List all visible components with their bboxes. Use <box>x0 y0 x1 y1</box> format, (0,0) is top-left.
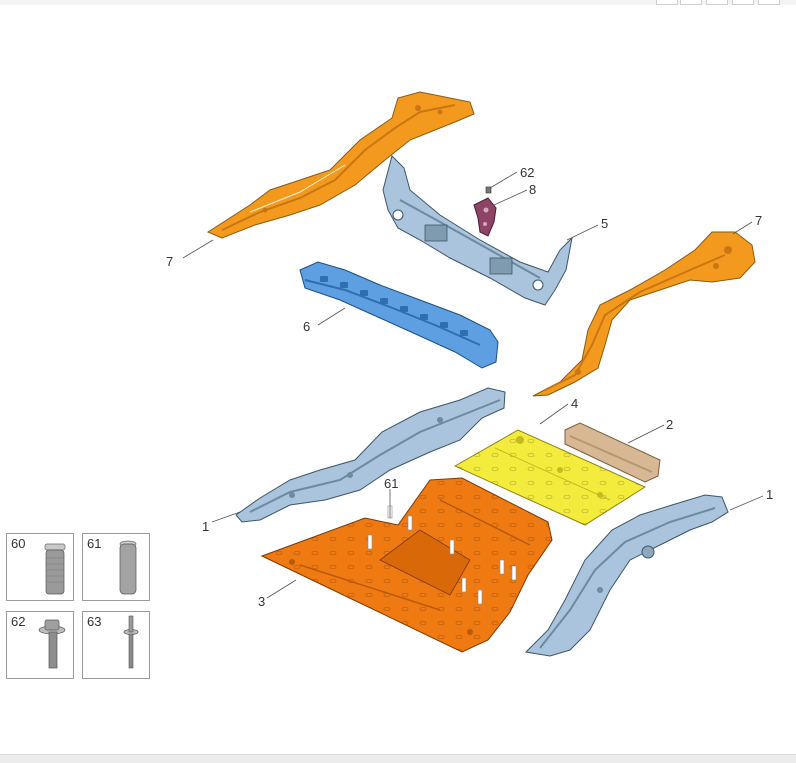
part-6-crossmember[interactable] <box>299 261 499 369</box>
window-control-button[interactable] <box>680 0 702 5</box>
legend-item-60[interactable]: 60 <box>6 533 74 601</box>
callout-1-left: 1 <box>202 519 209 534</box>
legend-item-61[interactable]: 61 <box>82 533 150 601</box>
window-control-button[interactable] <box>656 0 678 5</box>
callout-2: 2 <box>666 417 673 432</box>
callout-4: 4 <box>571 396 578 411</box>
part-7-right-rail[interactable] <box>532 231 756 397</box>
legend-item-62[interactable]: 62 <box>6 611 74 679</box>
part-62-bolt[interactable] <box>485 186 492 194</box>
leader-lines <box>182 171 764 599</box>
stud-icon <box>44 543 66 595</box>
part-2-reinforcement[interactable] <box>564 422 661 483</box>
window-top-bar <box>0 0 796 5</box>
part-7-left-rail[interactable] <box>206 91 475 239</box>
weld-bolt-icon <box>123 615 139 669</box>
window-control-button[interactable] <box>706 0 728 5</box>
legend-number: 61 <box>87 536 102 551</box>
window-control-button[interactable] <box>732 0 754 5</box>
window-bottom-bar <box>0 754 796 763</box>
rivet-stud-icon <box>119 540 137 595</box>
part-4-floor-panel[interactable] <box>453 429 647 526</box>
callout-6: 6 <box>303 319 310 334</box>
callout-62: 62 <box>520 165 534 180</box>
callout-3: 3 <box>258 594 265 609</box>
part-1-left-floor-rail[interactable] <box>235 387 506 523</box>
legend-item-63[interactable]: 63 <box>82 611 150 679</box>
callout-7-left: 7 <box>166 254 173 269</box>
callout-61: 61 <box>384 476 398 491</box>
window-control-button[interactable] <box>758 0 780 5</box>
callout-7-right: 7 <box>755 213 762 228</box>
legend-number: 63 <box>87 614 102 629</box>
legend-number: 62 <box>11 614 26 629</box>
part-8-bracket[interactable] <box>473 197 497 237</box>
part-1-right-floor-rail[interactable] <box>524 494 729 657</box>
callout-1-right: 1 <box>766 487 773 502</box>
callout-8: 8 <box>529 182 536 197</box>
legend-number: 60 <box>11 536 26 551</box>
part-3-floor[interactable] <box>260 477 553 653</box>
callout-5: 5 <box>601 216 608 231</box>
flange-bolt-icon <box>38 619 66 669</box>
part-5-crossmember[interactable] <box>382 155 573 306</box>
